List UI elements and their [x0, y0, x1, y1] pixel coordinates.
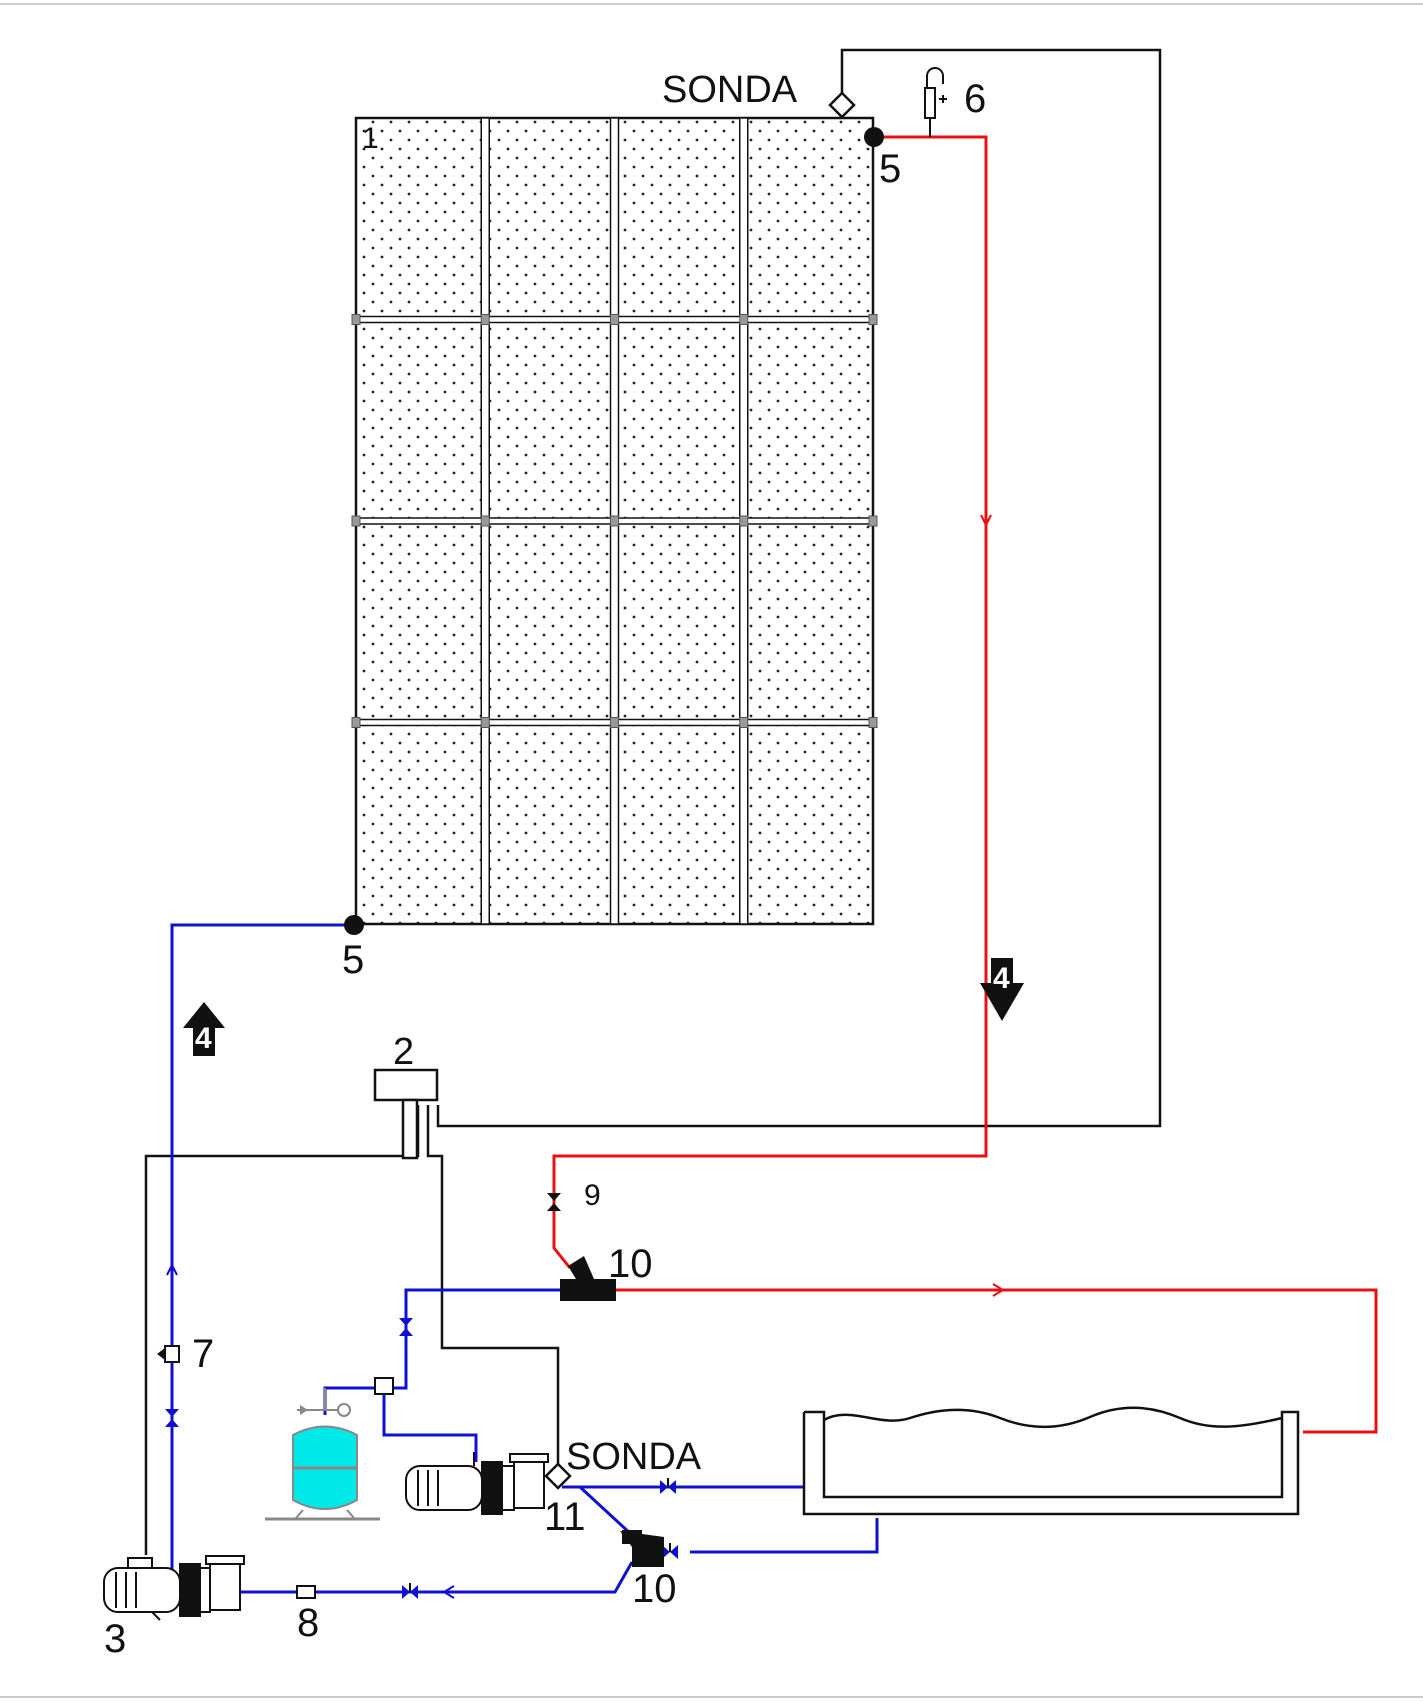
panel-coupling — [739, 515, 749, 527]
swimming-pool — [802, 1406, 1300, 1516]
valve-number-label: 9 — [584, 1179, 601, 1212]
three-way-valve-bottom-label: 10 — [632, 1567, 677, 1611]
air-vent-number-label: 6 — [964, 77, 986, 121]
temperature-probe-top-icon — [828, 91, 856, 119]
hot-water-pipes — [552, 135, 1378, 1434]
main-pump-number-label: 3 — [104, 1617, 126, 1661]
filter-8-icon — [296, 1585, 316, 1599]
check-valve-number-label: 7 — [192, 1332, 214, 1376]
temperature-probe-bottom-icon — [544, 1462, 572, 1490]
three-way-valve-top-icon — [560, 1256, 616, 1301]
panel-coupling — [351, 515, 361, 527]
panel-coupling — [739, 717, 749, 728]
three-way-valve-bottom-icon — [620, 1530, 664, 1567]
probe-bottom-label: SONDA — [566, 1436, 702, 1478]
solar-collector-array — [351, 116, 878, 926]
panel-coupling — [610, 515, 619, 527]
valve-pool-line-icon — [660, 1478, 676, 1494]
probe-top-label: SONDA — [662, 69, 798, 111]
panel-coupling — [480, 515, 490, 527]
connection-bottom-label: 5 — [342, 938, 364, 982]
expansion-tank-icon — [265, 1388, 380, 1521]
panel-coupling — [868, 515, 878, 527]
flow-arrow-up-label: 4 — [195, 1022, 212, 1055]
panel-coupling — [610, 314, 619, 325]
panel-coupling — [868, 717, 878, 728]
three-way-valve-top-label: 10 — [608, 1242, 653, 1286]
mixer-box — [373, 1068, 439, 1102]
valve-upper-feed-icon — [399, 1318, 413, 1336]
valve-return-line-icon — [402, 1583, 418, 1599]
check-valve-icon — [157, 1345, 180, 1363]
valve-9-icon — [547, 1193, 561, 1211]
panel-coupling — [480, 717, 490, 728]
panel-coupling — [739, 314, 749, 325]
flow-arrow-down-label: 4 — [993, 962, 1010, 995]
junction-box-icon — [374, 1377, 394, 1395]
mixer-stem — [401, 1098, 419, 1160]
cold-flow-chevron — [442, 1585, 455, 1599]
valve-pool-outlet-icon — [662, 1543, 678, 1559]
panel-coupling — [610, 717, 619, 728]
panel-inlet-connection-icon — [344, 915, 364, 935]
panel-outlet-connection-icon — [864, 127, 884, 147]
panel-number-label: 1 — [362, 122, 379, 155]
panel-coupling — [351, 314, 361, 325]
air-vent-icon — [924, 67, 947, 137]
panel-coupling — [480, 314, 490, 325]
flow-arrow-down-icon — [980, 958, 1024, 1021]
hot-flow-chevron — [992, 1283, 1005, 1297]
panel-coupling — [868, 314, 878, 325]
connection-top-label: 5 — [879, 147, 901, 191]
hot-flow-chevron — [980, 514, 992, 528]
valve-riser-icon — [165, 1409, 179, 1427]
mixer-number-label: 2 — [393, 1031, 414, 1073]
aux-pump-number-label: 11 — [544, 1495, 586, 1539]
cold-flow-chevron — [166, 1262, 178, 1276]
filter-number-label: 8 — [297, 1601, 319, 1645]
aux-pump-icon — [405, 1452, 549, 1515]
flow-arrow-up-icon — [183, 1002, 225, 1056]
main-pump-icon — [103, 1555, 245, 1621]
panel-coupling — [351, 717, 361, 728]
